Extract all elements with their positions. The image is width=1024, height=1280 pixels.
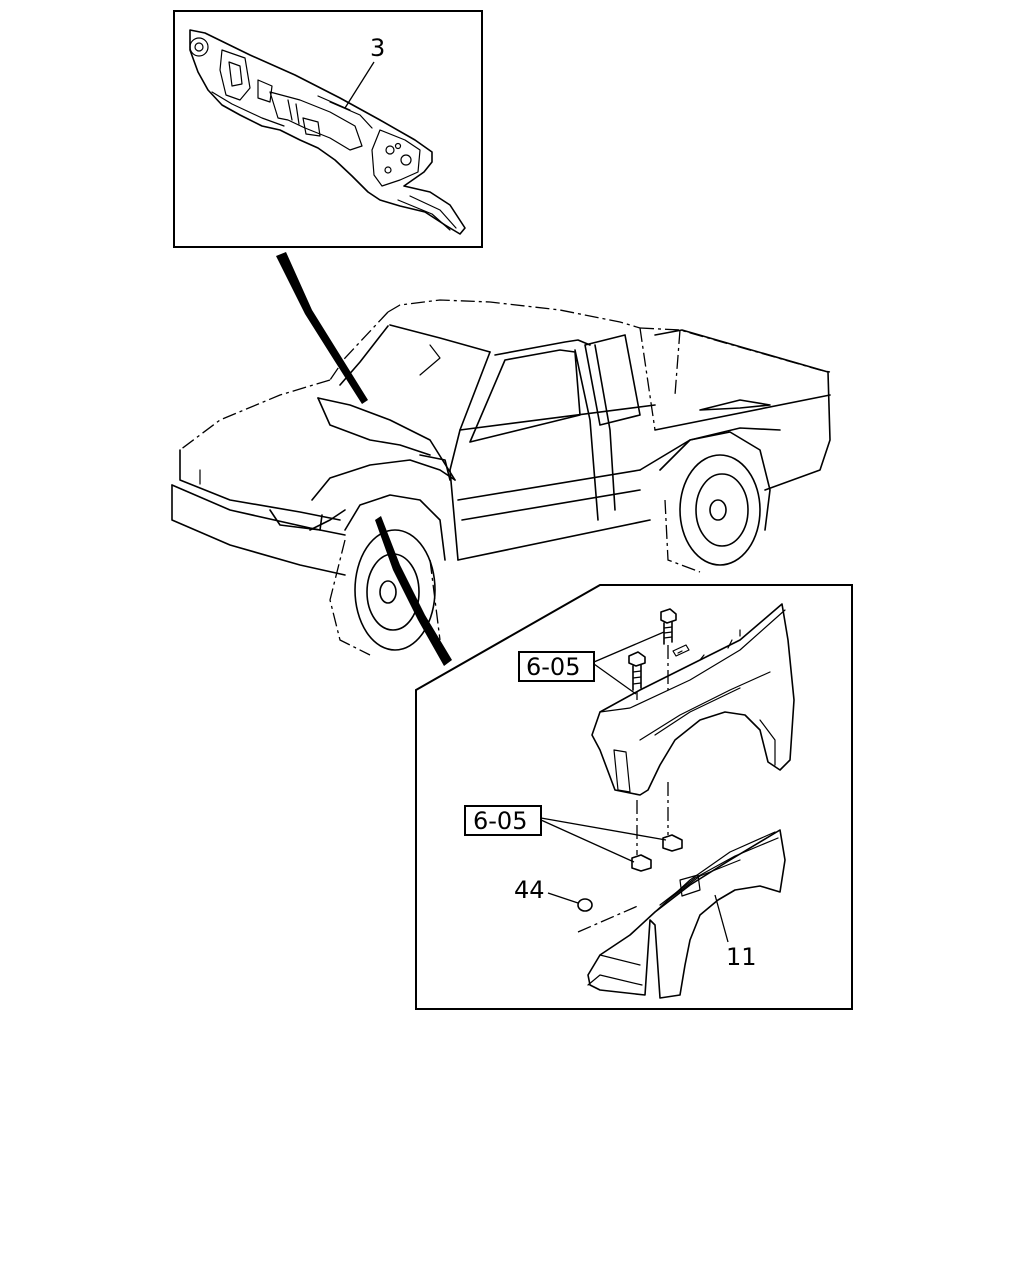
inset-frame-top [173,10,483,248]
leader-44 [547,892,579,904]
cowl-panel-inset: 3 [173,10,483,248]
bolt-lower [628,651,646,700]
leader-6-05-lower-b [540,819,635,863]
leader-3 [344,61,375,109]
fender-inset: 6-05 6-05 44 11 [415,584,853,1010]
cowl-panel-drawing [189,29,466,235]
leader-11 [714,894,729,943]
leader-6-05-upper-a [593,631,665,663]
inset-frame-bottom [415,584,853,1010]
callout-6-05-lower: 6-05 [473,807,527,835]
callout-6-05-upper: 6-05 [526,653,580,681]
leader-6-05-lower-a [540,817,667,841]
callout-3: 3 [370,34,385,62]
pickup-truck-drawing [171,299,831,656]
callout-box-upper [518,651,595,682]
front-fender-drawing [591,603,795,796]
pointer-arrow-bottom [375,516,452,666]
leader-6-05-upper-b [593,663,637,695]
bolt-upper [660,608,677,690]
pointer-arrow-top [276,252,368,404]
callout-44: 44 [514,876,545,904]
callout-11: 11 [726,943,757,971]
clip-lower [631,854,652,872]
fender-liner-drawing [587,829,786,999]
clip-44 [577,898,593,912]
clip-upper [662,834,683,852]
